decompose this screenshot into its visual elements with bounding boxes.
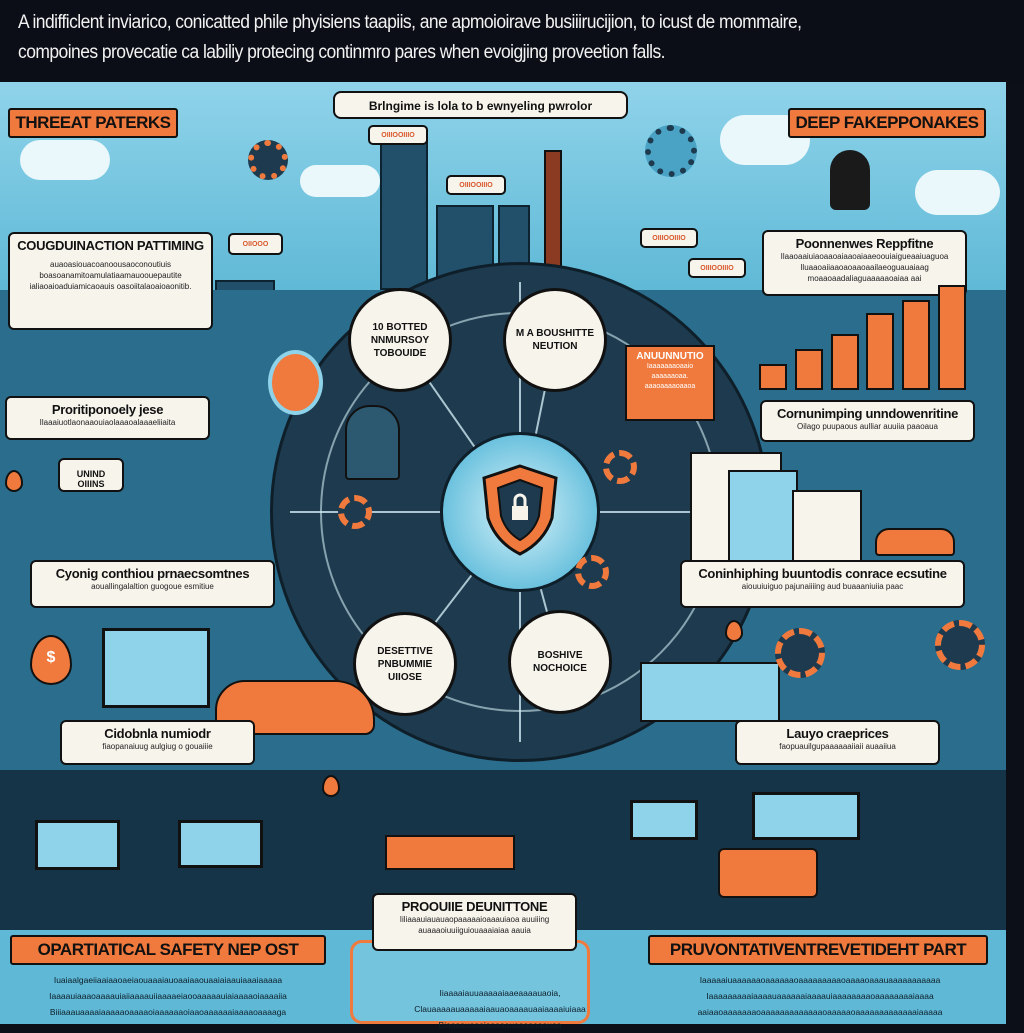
speech-bubble: OIIIOOIIIO (640, 228, 698, 248)
card-body: Oilago puupaous aulliar auuiia paaoaua (797, 422, 938, 431)
section-title-operational-safety: OPARTIATICAL SAFETY NEP OST (10, 935, 326, 965)
document-icon (792, 490, 862, 562)
card-body: Iiliaaauiauauaopaaaaaioaaauiaoa auuiiing… (399, 915, 550, 935)
orange-note: ANUUNNUTIO Iaaaaaaaoaaio aaaaaaoaa. aaao… (625, 345, 715, 421)
card-proritiponoely: Proritiponoely jese Ilaaaiuotlaonaaouiao… (5, 396, 210, 440)
card-title: Cyonig conthiou prnaecsomtnes (55, 566, 250, 581)
drop-icon (5, 470, 23, 492)
card-title: Cidobnla numiodr (104, 726, 211, 741)
header-line-1: A indifficlent inviarico, conicatted phi… (18, 12, 802, 33)
speech-bubble: OIIIOOIIIO (688, 258, 746, 278)
monitor-icon (178, 820, 263, 868)
building-icon (380, 130, 428, 290)
card-title: Lauyo craeprices (786, 726, 889, 741)
monitor-icon (35, 820, 120, 870)
card-body: aouallingalaltion guogoue esmitiue (91, 582, 214, 591)
car-icon (875, 528, 955, 556)
card-cornunimping: Cornunimping unndowenritine Oilago puupa… (760, 400, 975, 442)
paragraph-center: Iiaaaaiauuaaaaaiaaeaaaauaoia, Clauaaaaau… (414, 988, 586, 1030)
chart-bar (794, 349, 823, 390)
card-title: COUGDUINACTION PATTIMING (17, 238, 204, 253)
truck-icon (640, 662, 780, 722)
chart-bar (902, 300, 931, 390)
monitor-icon (102, 628, 210, 708)
card-title: Coninhiphing buuntodis conrace ecsutine (698, 566, 947, 581)
card-body: fiaopanaiuug aulgiug o gouaiiie (102, 742, 213, 751)
card-coordination-patterns: COUGDUINACTION PATTIMING auaoasiouacoano… (8, 232, 213, 330)
drop-icon (322, 775, 340, 797)
gear-icon (935, 620, 985, 670)
virus-icon (645, 125, 697, 177)
unind-label: UNIND OIIINS (58, 458, 124, 492)
card-coninhiphing: Coninhiphing buuntodis conrace ecsutine … (680, 560, 965, 608)
dollar-drop-icon: $ (30, 635, 72, 685)
shield-lock-icon (482, 464, 558, 556)
cloud-icon (20, 140, 110, 180)
note-title: ANUUNNUTIO (636, 351, 704, 362)
monitor-icon (630, 800, 698, 840)
card-title: PROOUIIE DEUNITTONE (401, 899, 548, 914)
card-title: Poonnenwes Reppfitne (795, 236, 934, 251)
card-title: Proritiponoely jese (51, 402, 164, 417)
van-icon (718, 848, 818, 898)
bar-chart (755, 285, 970, 390)
chart-bar (866, 313, 895, 390)
card-lauyo: Lauyo craeprices faopuauilgupaaaaaaiiaii… (735, 720, 940, 765)
node-3: DESETTIVE PNBUMMIE UIIOSE (353, 612, 457, 716)
node-4: BOSHIVE NOCHOICE (508, 610, 612, 714)
chart-bar (938, 285, 967, 390)
node-2: M A BOUSHITTE NEUTION (503, 288, 607, 392)
hacker-avatar (830, 150, 870, 210)
section-title-preventative: PRUVONTATIVENTREVETIDEHT PART (648, 935, 988, 965)
header-line-2: compoines provecatie ca labiliy protecin… (18, 42, 666, 63)
gear-icon (338, 495, 372, 529)
paragraph-left: Iuaiaalgaeiiaaiaaoaeiaouaaaiauoaaiaaouaa… (49, 975, 287, 1017)
virus-icon (248, 140, 288, 180)
card-body: Ilaaaiuotlaonaaouiaolaaaoalaaaeliiaita (39, 418, 176, 427)
top-pill-label: Brlngime is lola to b ewnyeling pwrolor (333, 91, 628, 119)
card-body: auaoasiouacoanoousaoconoutiuis boasoanam… (29, 260, 192, 291)
speech-bubble: OIIOOO (228, 233, 283, 255)
gear-icon (603, 450, 637, 484)
card-prooulle: PROOUIIE DEUNITTONE Iiliaaauiauauaopaaaa… (372, 893, 577, 951)
document-icon (728, 470, 798, 565)
speech-bubble: OIIIOOIIIO (446, 175, 506, 195)
card-body: Ilaaoaaiuiaoaaoaiaaoaiaaeoouiaigueaaiuag… (780, 252, 949, 283)
monitor-icon (752, 792, 860, 840)
cloud-icon (300, 165, 380, 197)
chart-bar (830, 333, 859, 390)
chart-bar (758, 364, 787, 390)
desk-icon (385, 835, 515, 870)
card-title: Cornunimping unndowenritine (776, 406, 959, 421)
speech-bubble: OIIIOOIIIO (368, 125, 428, 145)
section-title-threat-patterns: THREEAT PATERKS (8, 108, 178, 138)
card-body: faopuauilgupaaaaaaiiaii auaaiiua (779, 742, 896, 751)
paragraph-right: Iaaaaaiuaaaaaaoaaaaaaoaaaaaaaaaoaaaaoaaa… (697, 975, 943, 1017)
card-cidobnla: Cidobnla numiodr fiaopanaiuug aulgiug o … (60, 720, 255, 765)
card-body: aiouuiuiguo pajunaiiiing aud buaaaniuiia… (741, 582, 904, 591)
cloud-icon (915, 170, 1000, 215)
card-poonnenwes: Poonnenwes Reppfitne Ilaaoaaiuiaoaaoaiaa… (762, 230, 967, 296)
card-cyonig: Cyonig conthiou prnaecsomtnes aouallinga… (30, 560, 275, 608)
executive-avatar (345, 405, 400, 480)
gear-icon (575, 555, 609, 589)
node-1: 10 BOTTED NNMURSOY TOBOUIDE (348, 288, 452, 392)
page-header: A indifficlent inviarico, conicatted phi… (0, 0, 1024, 82)
target-icon (268, 350, 323, 415)
note-body: Iaaaaaaaoaaio aaaaaaoaa. aaaoaaaaoaaoa (644, 363, 696, 390)
gear-icon (775, 628, 825, 678)
section-title-deep-fakes: DEEP FAKEPPONAKES (788, 108, 986, 138)
drop-icon (725, 620, 743, 642)
